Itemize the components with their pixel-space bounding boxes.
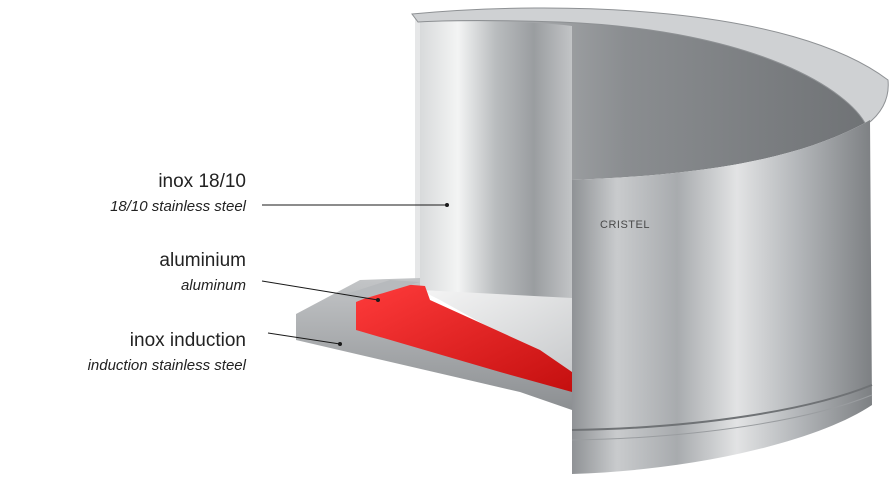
label-inox-main: inox 18/10: [158, 171, 246, 192]
brand-logo: CRISTEL: [600, 219, 650, 231]
pan-base-band: [571, 384, 873, 431]
aluminium-layer: [356, 284, 572, 392]
pan-inner-wall: [420, 21, 572, 300]
leader-dots: [338, 203, 449, 346]
label-inox-induction: inox induction induction stainless steel: [88, 330, 246, 376]
leader-line-induction: [267, 332, 341, 345]
label-inox-sub: 18/10 stainless steel: [110, 198, 246, 215]
inox-base-layer: [340, 280, 420, 300]
label-inox-18-10: inox 18/10 18/10 stainless steel: [110, 171, 246, 217]
pan-base-band-2: [571, 394, 873, 441]
pan-outer-wall: [572, 120, 872, 474]
label-aluminium-main: aluminium: [159, 250, 246, 271]
leader-lines: [261, 204, 447, 345]
leader-dot-induction: [338, 342, 342, 346]
leader-dot-aluminium: [376, 298, 380, 302]
label-induction-sub: induction stainless steel: [87, 357, 246, 374]
label-aluminium-sub: aluminum: [180, 277, 246, 294]
leader-line-aluminium: [261, 280, 379, 301]
label-induction-main: inox induction: [129, 330, 246, 351]
leader-dot-inox: [445, 203, 449, 207]
label-aluminium: aluminium aluminum: [159, 250, 246, 296]
